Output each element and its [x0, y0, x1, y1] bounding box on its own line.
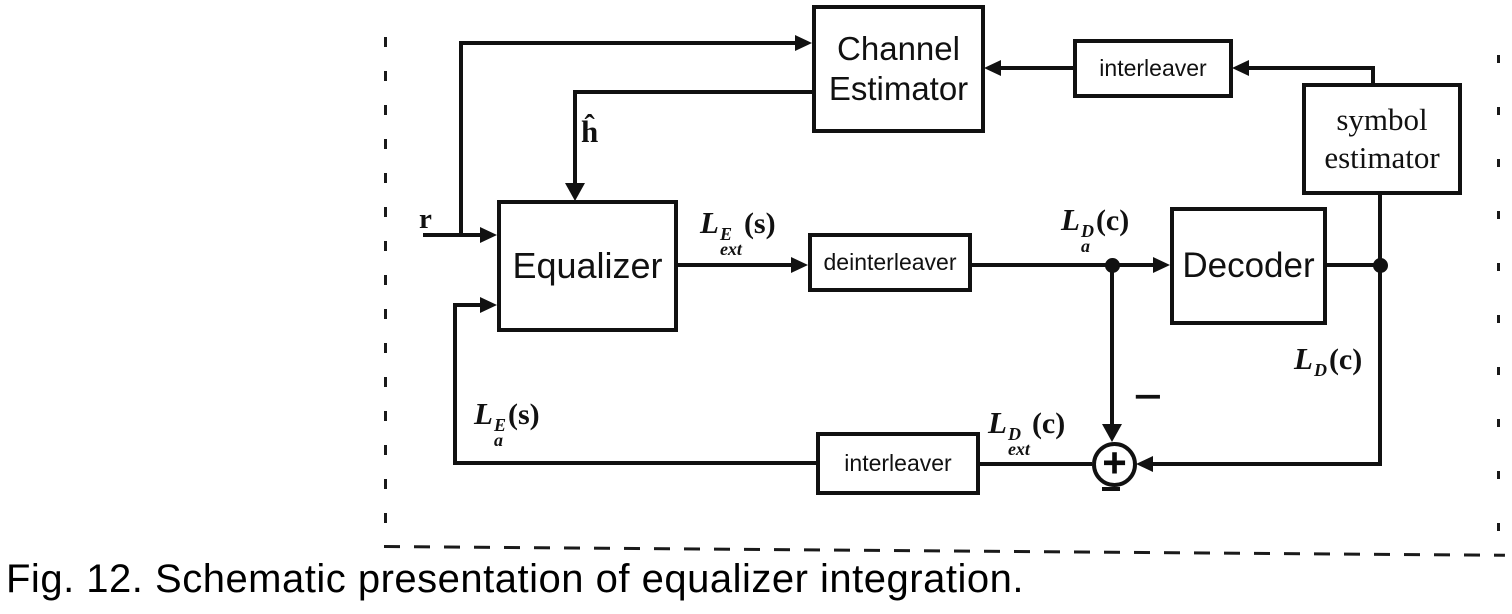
summing-junction: +: [1092, 442, 1137, 487]
arrowhead-into-deinterleaver: [791, 257, 808, 273]
block-decoder: Decoder: [1170, 207, 1327, 325]
line-decoder-output: [1327, 263, 1382, 267]
line-decoder-output-vertical: [1378, 195, 1382, 466]
math-base: L: [1061, 202, 1080, 237]
frame-bottom-dashed-border: [383, 545, 1505, 557]
summer-underline-mark: [1102, 487, 1120, 491]
line-junction-to-summer: [1110, 265, 1114, 427]
math-sup: E: [719, 224, 732, 244]
arrowhead-into-summer-top: [1102, 424, 1122, 442]
arrowhead-into-channel-estimator: [795, 35, 812, 51]
math-base: L: [700, 205, 719, 240]
line-to-summer-right: [1152, 462, 1380, 466]
math-sup: E: [493, 415, 506, 435]
math-base: L: [1294, 341, 1313, 376]
math-argument: (s): [507, 398, 540, 431]
block-channel-estimator: Channel Estimator: [812, 5, 985, 133]
line-interleaver-to-channel-estimator: [1000, 66, 1073, 70]
arrowhead-hhat-into-equalizer: [565, 183, 585, 201]
symbol-estimator-label-line2: estimator: [1324, 140, 1440, 175]
math-sub: a: [1080, 235, 1090, 256]
line-deinterleaver-to-decoder: [972, 263, 1156, 267]
arrowhead-into-decoder: [1153, 257, 1170, 273]
math-argument: (c): [1095, 204, 1130, 237]
line-feedback-into-equalizer: [453, 303, 483, 307]
line-hhat-vertical: [573, 90, 577, 186]
block-interleaver-bottom: interleaver: [816, 432, 980, 495]
block-symbol-estimator: symbol estimator: [1302, 83, 1462, 195]
math-sup: D: [1313, 360, 1327, 380]
math-sub: ext: [1007, 438, 1030, 459]
line-equalizer-to-deinterleaver: [678, 263, 794, 267]
deinterleaver-label: deinterleaver: [823, 249, 957, 276]
line-summer-to-interleaver-bottom: [980, 462, 1092, 466]
arrowhead-into-equalizer-apriori-input: [480, 297, 497, 313]
line-symbol-estimator-up: [1371, 66, 1375, 85]
symbol-estimator-label-line1: symbol: [1336, 102, 1428, 138]
math-sub: ext: [719, 238, 742, 259]
line-feedback-up: [453, 303, 457, 465]
channel-estimator-label-line1: Channel: [837, 29, 960, 67]
signal-label-received-r: r: [419, 203, 432, 235]
line-to-channel-estimator: [459, 41, 797, 45]
line-r-branch-up: [459, 41, 463, 237]
line-r-input: [423, 233, 483, 237]
math-sup: D: [1007, 424, 1021, 444]
plus-sign: +: [1102, 439, 1127, 486]
arrowhead-into-channel-estimator-right: [984, 60, 1001, 76]
block-equalizer: Equalizer: [497, 200, 678, 332]
minus-sign: −: [1133, 369, 1163, 426]
signal-label-channel-estimate-hhat: ĥ: [581, 114, 599, 149]
decoder-label: Decoder: [1182, 245, 1315, 285]
figure-caption: Fig. 12. Schematic presentation of equal…: [6, 557, 1024, 601]
math-sup: D: [1080, 221, 1094, 241]
line-to-interleaver-top: [1248, 66, 1375, 70]
math-argument: (s): [743, 207, 776, 240]
block-interleaver-top: interleaver: [1073, 39, 1233, 98]
math-argument: (c): [1031, 407, 1066, 440]
equalizer-label: Equalizer: [512, 245, 663, 287]
channel-estimator-label-line2: Estimator: [828, 70, 969, 107]
block-deinterleaver: deinterleaver: [808, 233, 972, 292]
line-feedback-bottom: [453, 461, 816, 465]
interleaver-top-label: interleaver: [1099, 55, 1207, 82]
frame-left-dashed-border: [384, 37, 387, 548]
interleaver-bottom-label: interleaver: [844, 450, 952, 477]
arrowhead-into-equalizer-top-input: [480, 227, 497, 243]
line-hhat-horizontal: [573, 90, 812, 94]
math-base: L: [474, 396, 493, 431]
math-argument: (c): [1328, 343, 1363, 376]
arrowhead-into-summer-right: [1136, 456, 1153, 472]
arrowhead-into-interleaver-top: [1232, 60, 1249, 76]
math-base: L: [988, 405, 1007, 440]
math-sup-sub: D: [1313, 360, 1327, 380]
math-sub: a: [493, 429, 503, 450]
frame-right-dashed-border: [1497, 55, 1500, 555]
